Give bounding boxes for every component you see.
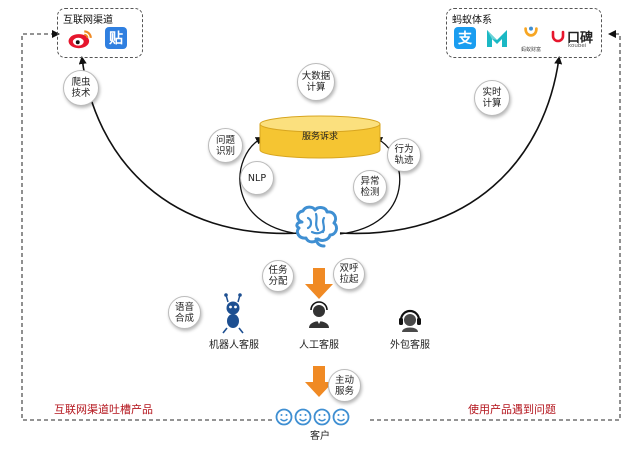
tieba-icon-glyph: 贴 xyxy=(109,31,123,47)
bubble-task-assign: 任务 分配 xyxy=(262,260,294,292)
internet-channel-box xyxy=(57,8,143,58)
bubble-anomaly: 异常 检测 xyxy=(353,170,387,204)
bubble-active-service: 主动 服务 xyxy=(328,369,361,402)
robot-agent-icon xyxy=(222,293,244,334)
bubble-nlp: NLP xyxy=(240,161,274,195)
customer-label: 客户 xyxy=(310,431,330,442)
outsource-agent-icon xyxy=(399,309,421,332)
bubble-crawler-tech: 爬虫 技术 xyxy=(63,70,99,106)
bubble-problem-id: 问题 识别 xyxy=(208,128,243,163)
bubble-realtime: 实时 计算 xyxy=(474,80,510,116)
ant-fortune-icon[interactable]: 蚂蚁财富 xyxy=(518,25,544,53)
robot-agent-label: 机器人客服 xyxy=(209,340,259,351)
internet-channel-title: 互联网渠道 xyxy=(63,15,113,26)
alipay-icon-glyph: 支 xyxy=(458,31,472,47)
bubble-dual-call: 双呼 拉起 xyxy=(333,258,365,290)
orange-arrow-bottom xyxy=(305,366,333,397)
curve-to-right-box xyxy=(339,56,563,235)
ant-fortune-mark xyxy=(524,26,538,37)
mybank-icon[interactable] xyxy=(485,27,509,49)
human-agent-icon xyxy=(309,301,329,328)
ant-fortune-sub: 蚂蚁财富 xyxy=(520,47,541,53)
koubei-mark xyxy=(551,30,565,43)
customer-smileys xyxy=(275,408,350,426)
ant-ecosystem-title: 蚂蚁体系 xyxy=(452,15,492,26)
koubei-icon[interactable]: 口碑 koubei xyxy=(551,26,599,52)
right-loop-text: 使用产品遇到问题 xyxy=(468,403,556,416)
ant-ecosystem-box xyxy=(446,8,602,58)
dashed-loop-left xyxy=(21,30,272,421)
service-cylinder xyxy=(259,115,381,159)
outsource-agent-label: 外包客服 xyxy=(390,340,430,351)
koubei-text: 口碑 xyxy=(567,31,594,46)
bubble-big-data: 大数据 计算 xyxy=(297,63,335,101)
arc-left-to-service xyxy=(239,137,301,235)
brain-icon xyxy=(295,205,339,248)
human-agent-label: 人工客服 xyxy=(299,340,339,351)
service-request-label: 服务诉求 xyxy=(301,132,338,142)
dashed-loop-right xyxy=(370,30,621,421)
left-loop-text: 互联网渠道吐槽产品 xyxy=(54,403,153,416)
orange-arrow-top xyxy=(305,268,333,299)
weibo-icon[interactable] xyxy=(68,28,94,50)
arc-right-to-service xyxy=(339,137,401,235)
bubble-voice-synth: 语音 合成 xyxy=(168,296,201,329)
alipay-icon[interactable]: 支 xyxy=(454,27,476,49)
bubble-behavior: 行为 轨迹 xyxy=(387,138,421,172)
tieba-icon[interactable]: 贴 xyxy=(105,27,127,49)
koubei-sub: koubei xyxy=(568,43,587,49)
